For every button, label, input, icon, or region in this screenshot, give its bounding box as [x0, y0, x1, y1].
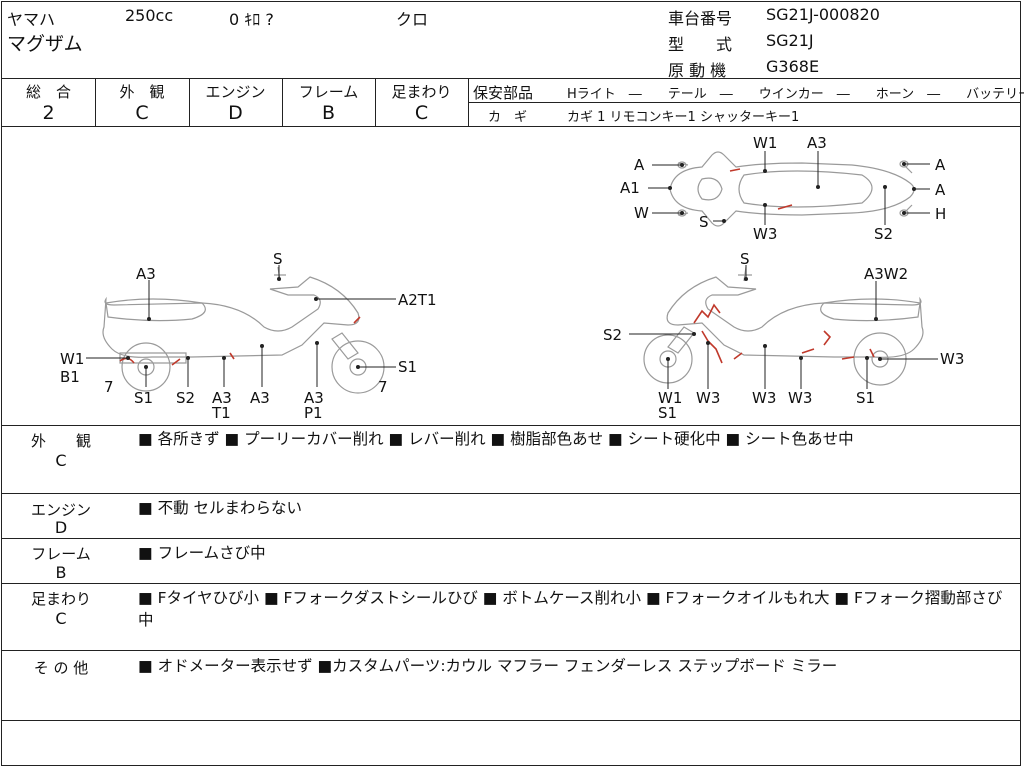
remark-suspension-label: 足まわり	[30, 590, 91, 608]
right-label-w3-right: W3	[940, 350, 964, 368]
grade-suspension: C	[414, 102, 429, 124]
remark-exterior-text: ■ 各所きず ■ プーリーカバー削れ ■ レバー削れ ■ 樹脂部色あせ ■ シー…	[138, 430, 854, 448]
top-label-h: H	[935, 205, 946, 223]
right-label-w1: W1	[658, 389, 682, 407]
right-label-w3a: W3	[696, 389, 720, 407]
right-side-scooter	[643, 266, 924, 386]
right-side-markers	[629, 265, 938, 389]
remark-suspension-text: ■ Fタイヤひび小 ■ Fフォークダストシールひび ■ ボトムケース削れ小 ■ …	[138, 589, 1003, 629]
left-label-7a: 7	[104, 378, 114, 396]
remark-engine-label: エンジン	[30, 501, 91, 519]
remark-frame-text: ■ フレームさび中	[138, 544, 266, 562]
right-label-w3b: W3	[752, 389, 776, 407]
left-label-s2: S2	[176, 389, 195, 407]
grade-exterior-label: 外 観	[119, 83, 165, 101]
type-label: 型 式	[668, 35, 733, 54]
left-label-a3b: A3	[250, 389, 270, 407]
top-label-w1: W1	[753, 134, 777, 152]
mileage: 0 ｷﾛ ?	[229, 10, 274, 29]
grade-overall-label: 総 合	[25, 83, 71, 101]
grade-overall: 2	[42, 102, 55, 124]
left-label-t1: T1	[211, 404, 231, 422]
remark-frame-grade: B	[55, 563, 67, 582]
left-label-s1a: S1	[134, 389, 153, 407]
grade-engine: D	[228, 102, 243, 124]
left-side-markers	[86, 265, 396, 387]
left-side-scooter	[102, 266, 385, 394]
top-label-s: S	[699, 213, 709, 231]
frame-no-label: 車台番号	[668, 9, 733, 28]
left-label-a2t1: A2T1	[398, 291, 437, 309]
top-label-a-right2: A	[935, 181, 946, 199]
remark-other-label: そ の 他	[33, 659, 89, 677]
left-label-s-top: S	[273, 250, 283, 268]
remark-engine-text: ■ 不動 セルまわらない	[138, 499, 302, 517]
right-label-s1b: S1	[856, 389, 875, 407]
remark-other-text: ■ オドメーター表示せず ■カスタムパーツ:カウル マフラー フェンダーレス ス…	[138, 657, 838, 675]
keys-value: カギ 1 リモコンキー1 シャッターキー1	[567, 110, 800, 125]
remark-engine-grade: D	[54, 518, 68, 537]
right-label-s1a: S1	[658, 404, 677, 422]
engine-label: 原 動 機	[668, 61, 727, 80]
left-label-a3-top: A3	[136, 265, 156, 283]
left-label-w1: W1	[60, 350, 84, 368]
top-label-a3: A3	[807, 134, 827, 152]
right-label-s-top: S	[740, 250, 750, 268]
right-label-a3w2: A3W2	[864, 265, 908, 283]
left-label-s1b: S1	[398, 358, 417, 376]
top-label-w3: W3	[753, 225, 777, 243]
right-label-w3c: W3	[788, 389, 812, 407]
grade-exterior: C	[135, 102, 149, 124]
remark-frame-label: フレーム	[31, 545, 91, 563]
top-label-s2: S2	[874, 225, 893, 243]
keys-label: カ ギ	[488, 110, 528, 125]
grade-engine-label: エンジン	[205, 83, 266, 101]
grade-frame-label: フレーム	[298, 83, 359, 101]
displacement: 250cc	[125, 6, 174, 25]
left-label-7b: 7	[378, 378, 388, 396]
remark-exterior-label: 外 観	[30, 432, 91, 450]
safety-items: Hライト ― テール ― ウインカー ― ホーン ― バッテリー ×	[567, 87, 1024, 102]
left-label-p1: P1	[304, 404, 323, 422]
remark-suspension-grade: C	[55, 609, 67, 628]
top-label-a1: A1	[620, 179, 640, 197]
type-value: SG21J	[766, 31, 814, 50]
right-label-s2: S2	[603, 326, 622, 344]
safety-label: 保安部品	[473, 84, 534, 102]
grade-frame: B	[321, 102, 336, 124]
color: クロ	[396, 10, 429, 29]
maker: ヤマハ	[7, 10, 56, 29]
top-label-w: W	[634, 204, 649, 222]
left-label-b1: B1	[60, 368, 80, 386]
remark-exterior-grade: C	[55, 451, 67, 470]
top-label-a-left: A	[634, 156, 645, 174]
engine-no: G368E	[766, 57, 820, 76]
frame-no: SG21J-000820	[766, 5, 880, 24]
top-label-a-right1: A	[935, 156, 946, 174]
top-view-markers	[648, 151, 930, 225]
grade-suspension-label: 足まわり	[391, 83, 452, 101]
left-label-a3c: A3	[304, 389, 324, 407]
damage-diagram: A A1 W S W1 A3 W3 S2 A A H	[60, 134, 964, 422]
left-label-a3a: A3	[212, 389, 232, 407]
model-name: マグザム	[7, 33, 83, 55]
